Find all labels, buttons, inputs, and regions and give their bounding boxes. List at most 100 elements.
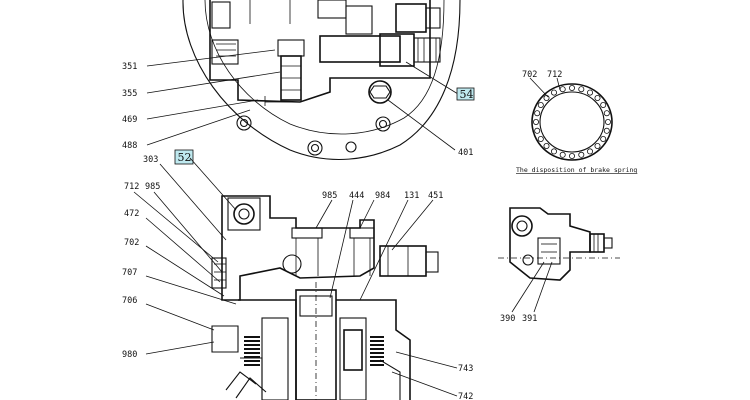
spring-coil: [569, 152, 576, 159]
side-detail-view: [498, 207, 620, 313]
top-housing-view: [182, 0, 461, 160]
brake-plate: [370, 352, 384, 354]
callout-391: 391: [522, 314, 537, 324]
spring-coil: [559, 86, 566, 93]
check-valve-port: [227, 197, 261, 231]
pilot-hole: [282, 254, 302, 274]
callout-472: 472: [124, 209, 139, 219]
spring-coil: [543, 95, 550, 102]
callout-390: 390: [500, 314, 515, 324]
callout-444: 444: [349, 191, 364, 201]
spring-coil: [603, 110, 610, 117]
piston-rod: [343, 329, 363, 371]
relief-valve: [319, 35, 401, 63]
seal-housing-980: [211, 325, 239, 353]
brake-plate: [244, 364, 260, 366]
spring-coil: [551, 148, 558, 155]
side-small-hole: [522, 254, 534, 266]
callout-985-left: 985: [145, 182, 160, 192]
side-port: [211, 257, 227, 289]
brake-plate: [370, 360, 384, 362]
piston-left: [261, 317, 289, 400]
spring-coil: [578, 86, 585, 93]
side-nut: [589, 233, 605, 253]
callout-351: 351: [122, 62, 137, 72]
spring-coil: [534, 127, 541, 134]
callout-980: 980: [122, 350, 137, 360]
bottom-leaders: [133, 157, 458, 397]
brake-plate: [370, 364, 384, 366]
cylinder-left: [238, 299, 297, 400]
callout-743: 743: [458, 364, 473, 374]
side-port-hole-inner: [516, 220, 528, 232]
box-52-label: 52: [178, 151, 192, 164]
callout-712-spring: 712: [547, 70, 562, 80]
spring-coil: [603, 127, 610, 134]
housing-outline: [182, 0, 461, 160]
cylinder-right: [336, 299, 411, 400]
reference-box-54: 54: [456, 87, 475, 101]
spring-coil: [551, 89, 558, 96]
valve-port: [211, 39, 239, 65]
plug-hex: [369, 85, 391, 99]
bolt-hole-inner: [310, 143, 320, 153]
bolt-hole: [307, 140, 323, 156]
lower-housing: [240, 357, 263, 400]
side-valve: [537, 237, 561, 265]
bolt-hole: [236, 115, 252, 131]
relief-valve-451: [379, 245, 427, 277]
valve-cartridge: [395, 3, 427, 33]
brake-plate: [370, 336, 384, 338]
callout-451: 451: [428, 191, 443, 201]
brake-plates-right: [370, 336, 384, 366]
lower-housing-right: [379, 359, 401, 400]
spring-coil: [600, 102, 607, 109]
port-hole-inner: [238, 208, 250, 220]
bolt-hole: [375, 116, 391, 132]
bolt-hole-inner: [378, 119, 388, 129]
lower-detail: [225, 371, 257, 391]
spring-coil: [543, 142, 550, 149]
brake-plate: [370, 344, 384, 346]
lower-detail: [235, 377, 267, 399]
brake-plate: [370, 356, 384, 358]
spring-coil: [587, 89, 594, 96]
spring-coil: [537, 135, 544, 142]
reference-box-52: [174, 149, 194, 165]
valve-nut: [425, 7, 441, 29]
callout-131: 131: [404, 191, 419, 201]
spring-coil: [559, 151, 566, 158]
brake-spring-detail: 702 712 The disposition of brake spring: [516, 70, 637, 174]
valve-cap-984: [349, 227, 375, 239]
brake-plate: [244, 340, 260, 342]
callout-469: 469: [122, 115, 137, 125]
callout-984: 984: [375, 191, 390, 201]
valve-cap-985: [291, 227, 323, 239]
callout-712-main: 712: [124, 182, 139, 192]
drive-shaft: [295, 289, 337, 400]
brake-plate: [244, 344, 260, 346]
valve-port: [211, 1, 231, 29]
spring-coils: [533, 85, 612, 159]
relief-nut: [425, 251, 439, 273]
side-port-hole: [511, 215, 533, 237]
callout-303: 303: [143, 155, 158, 165]
brake-plate: [244, 360, 260, 362]
spool: [277, 39, 305, 57]
callout-355: 355: [122, 89, 137, 99]
port-block: [317, 0, 347, 19]
spring-coil: [594, 95, 601, 102]
spring-ring-outer: [531, 83, 613, 161]
spring-coil: [587, 148, 594, 155]
bolt-hole-inner: [239, 118, 249, 128]
relief-cap: [345, 5, 373, 35]
spring-coil: [569, 85, 576, 92]
callout-985-top: 985: [322, 191, 337, 201]
callout-702-main: 702: [124, 238, 139, 248]
port-hole: [233, 203, 255, 225]
spring-coil: [578, 151, 585, 158]
spring-coil: [594, 142, 601, 149]
spring-coil: [533, 119, 540, 126]
bottom-section-view: 52: [174, 149, 439, 400]
